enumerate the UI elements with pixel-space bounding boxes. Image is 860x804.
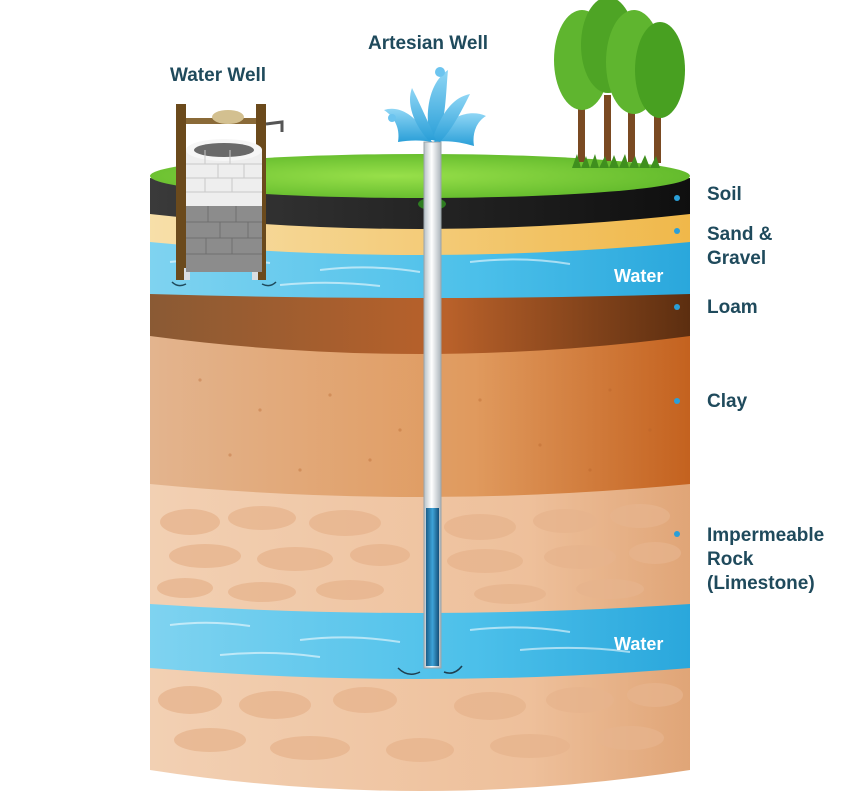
lower-water-layer bbox=[150, 600, 690, 679]
water-fountain-icon bbox=[384, 67, 486, 146]
limestone-label: Impermeable Rock (Limestone) bbox=[707, 525, 825, 594]
bedrock-stones bbox=[158, 683, 683, 762]
artesian-well-title: Artesian Well bbox=[368, 33, 489, 54]
sand-gravel-label: Sand & Gravel bbox=[707, 224, 773, 269]
stone-well-icon bbox=[171, 104, 284, 287]
upper-water-label: Water bbox=[614, 266, 664, 286]
bedrock-layer bbox=[150, 660, 690, 791]
pipe-icon bbox=[397, 141, 463, 675]
water-well-title: Water Well bbox=[170, 65, 267, 86]
tree-icon bbox=[554, 0, 685, 168]
clay-layer bbox=[150, 332, 690, 497]
limestone-layer bbox=[150, 480, 690, 613]
clay-label: Clay bbox=[707, 391, 748, 412]
loam-label: Loam bbox=[707, 297, 758, 318]
label-connectors bbox=[674, 195, 680, 537]
soil-label: Soil bbox=[707, 184, 742, 205]
grass-surface bbox=[150, 154, 690, 198]
loam-layer bbox=[150, 292, 690, 354]
lower-water-label: Water bbox=[614, 634, 664, 654]
